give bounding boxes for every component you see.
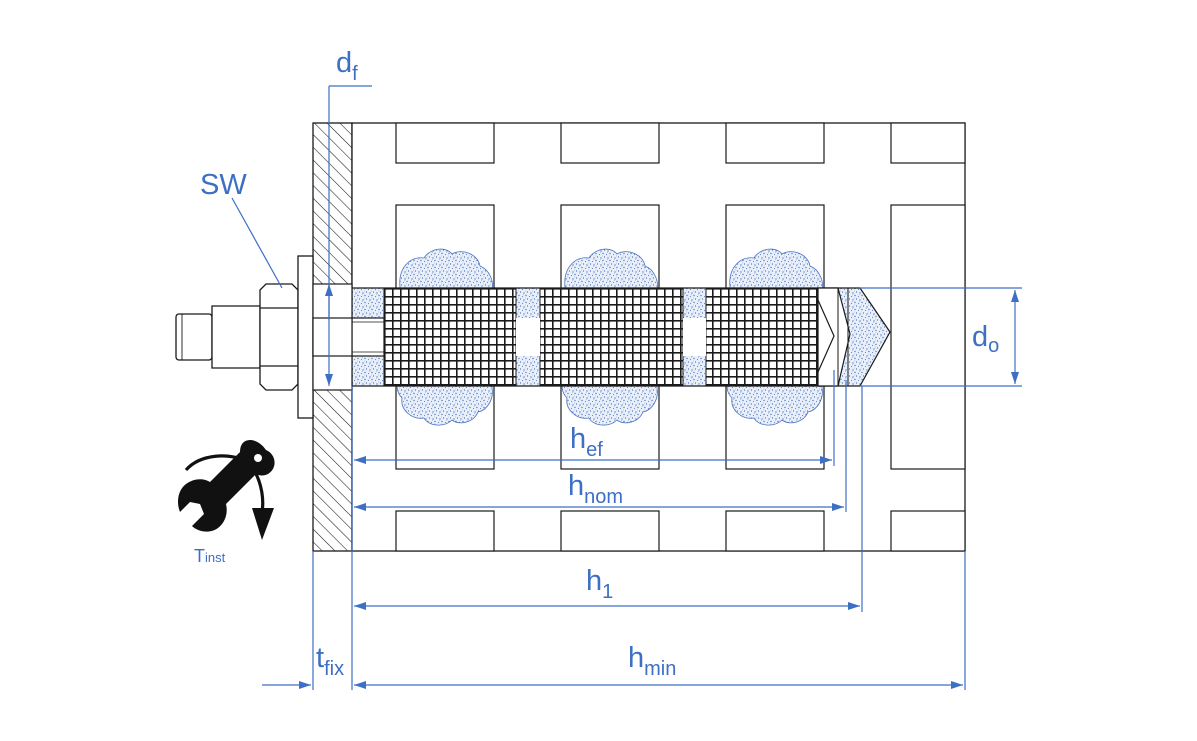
cavity-bot-4 [890,510,966,552]
mesh-section-2 [539,287,684,387]
label-h1: h1 [586,565,613,603]
label-sw: SW [200,169,247,201]
label-df: df [336,47,358,85]
washer [297,255,314,419]
label-tfix: tfix [316,642,344,680]
brick-cavities [395,122,966,552]
cavity-top-2 [560,122,660,164]
label-tinst: Tinst [194,546,226,566]
cavity-bot-1 [395,510,495,552]
label-do: do [972,321,999,357]
label-hnom: hnom [568,470,623,508]
rod-tip [817,299,835,373]
label-hef: hef [570,423,603,461]
hex-nut [211,283,299,391]
label-hmin: hmin [628,642,676,680]
cavity-mid-4 [890,204,966,470]
cavity-bot-3 [725,510,825,552]
wrench-rotation-icon [178,440,275,540]
mesh-section-1 [383,287,517,387]
mesh-sleeve [383,287,819,387]
sleeve-gaps [516,318,706,356]
rod-end [175,313,213,361]
cavity-top-3 [725,122,825,164]
mesh-section-3 [705,287,819,387]
cavity-top-4 [890,122,966,164]
cavity-top-1 [395,122,495,164]
cavity-bot-2 [560,510,660,552]
dimension-lines [231,85,1022,690]
